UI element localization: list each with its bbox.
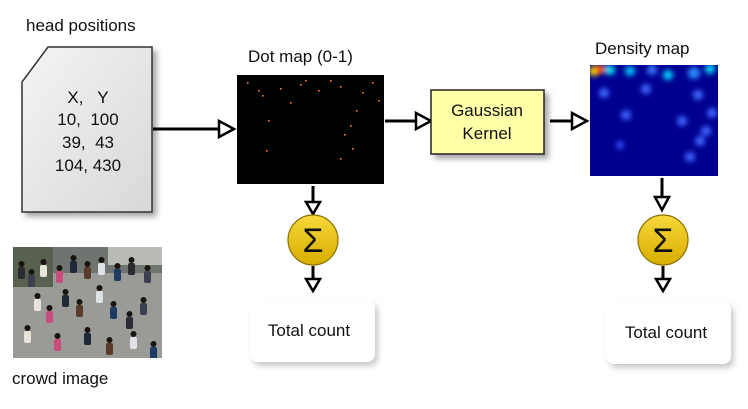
label-head-positions: head positions (26, 16, 136, 35)
arrow-icon (153, 118, 237, 140)
label-dot-map: Dot map (0-1) (248, 47, 353, 66)
total-count-left: Total count (268, 321, 350, 340)
svg-text:Σ: Σ (302, 222, 323, 260)
coords-row: 39, 43 (62, 133, 114, 152)
density-map-image (590, 65, 718, 176)
gaussian-label-line1: Gaussian (451, 101, 523, 120)
sum-icon: Σ (287, 214, 339, 266)
total-count-box-right (606, 302, 731, 364)
arrow-icon (385, 110, 434, 132)
arrow-icon (303, 186, 323, 217)
label-density-map: Density map (595, 39, 689, 58)
total-count-right: Total count (625, 323, 707, 342)
document-icon (21, 46, 153, 213)
total-count-box-left (250, 300, 375, 362)
dot-map-image (237, 75, 384, 184)
arrow-icon (652, 178, 672, 213)
crowd-image (13, 247, 162, 358)
svg-text:Σ: Σ (652, 222, 673, 260)
coords-header: X, Y (67, 88, 108, 107)
gaussian-label-line2: Kernel (462, 124, 511, 143)
arrow-icon (653, 266, 673, 294)
arrow-icon (303, 266, 323, 294)
label-crowd-image: crowd image (12, 369, 108, 388)
coords-row: 10, 100 (57, 110, 118, 129)
coords-row: 104, 430 (55, 156, 121, 175)
gaussian-kernel-box (430, 89, 545, 155)
photo-icon (18, 255, 157, 358)
arrow-icon (550, 110, 590, 132)
dot-map-points (247, 80, 380, 160)
sum-icon: Σ (637, 214, 689, 266)
